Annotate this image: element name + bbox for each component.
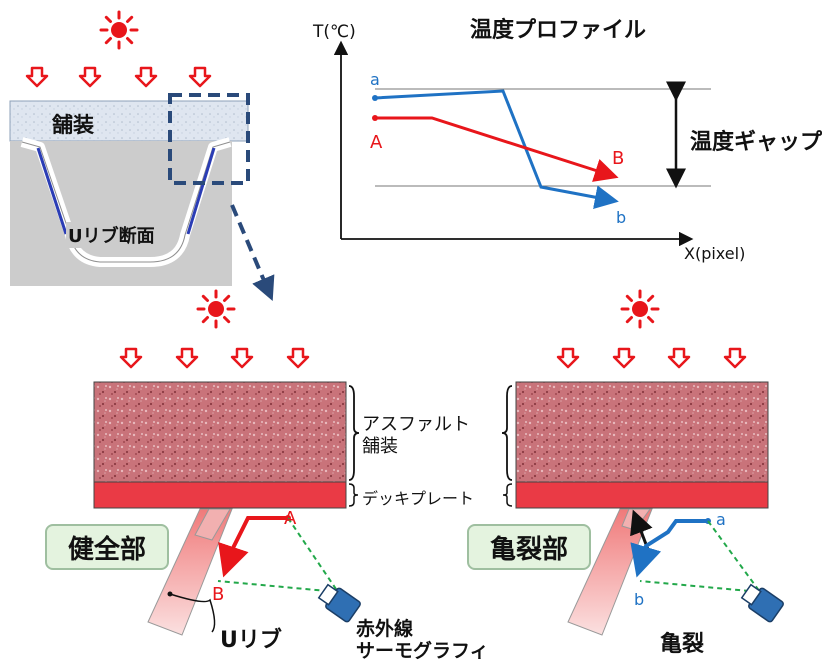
- gap-label: 温度ギャップ: [690, 130, 823, 155]
- graph-title: 温度プロファイル: [470, 18, 647, 43]
- thermography-camera-icon: [738, 580, 786, 624]
- view-field-healthy: [217, 517, 341, 594]
- point-b-label: b: [634, 590, 645, 609]
- pavement-label: 舗装: [52, 113, 94, 137]
- zoom-arrow: [230, 204, 275, 302]
- zoom-box: [168, 93, 250, 185]
- asphalt-label-line2: 舗装: [362, 436, 398, 457]
- asphalt-label-line1: アスファルト: [362, 414, 470, 435]
- u-rib-label: Uリブ: [220, 628, 282, 653]
- point-A-label: A: [284, 508, 297, 529]
- heat-arrows: [119, 347, 310, 369]
- asphalt-layer-healthy: [93, 381, 347, 483]
- x-axis-label: X(pixel): [684, 244, 746, 263]
- thermography-camera-icon: [315, 580, 363, 624]
- asphalt-brace-right: [501, 385, 513, 481]
- sun-icon: [99, 10, 139, 50]
- rib-wall-left: [36, 147, 68, 235]
- rib-wall-right: [186, 147, 216, 235]
- line-label-B: B: [612, 148, 625, 169]
- camera-label-line1: 赤外線: [356, 618, 414, 640]
- temperature-graph: [333, 40, 711, 247]
- cracked-badge: 亀裂部: [467, 524, 591, 570]
- pavement-layer: [9, 100, 249, 142]
- blue-line-b: [374, 89, 619, 210]
- line-label-a: a: [370, 70, 380, 89]
- red-line-A: [375, 116, 619, 182]
- u-rib-section-label: Uリブ断面: [66, 222, 157, 248]
- deck-plate-healthy: [93, 481, 347, 509]
- asphalt-layer-cracked: [515, 381, 769, 483]
- asphalt-brace-left: [348, 385, 360, 481]
- deck-plate-label: デッキプレート: [362, 489, 475, 508]
- healthy-badge: 健全部: [45, 524, 169, 570]
- sun-icon: [620, 289, 660, 329]
- view-field-cracked: [639, 520, 763, 594]
- point-a-label: a: [716, 510, 726, 529]
- deck-plate-cracked: [515, 481, 769, 509]
- point-B-label: B: [212, 584, 225, 605]
- crack-label: 亀裂: [660, 632, 705, 657]
- heat-arrows: [25, 66, 212, 88]
- camera-label-line2: サーモグラフィ: [356, 640, 489, 662]
- heat-path-healthy: [218, 516, 288, 578]
- line-label-A: A: [370, 132, 383, 153]
- y-axis-label: T(℃): [313, 22, 356, 42]
- heat-path-cracked: [630, 519, 708, 578]
- heat-arrows: [556, 347, 747, 369]
- sun-icon: [196, 289, 236, 329]
- line-label-b: b: [616, 208, 627, 227]
